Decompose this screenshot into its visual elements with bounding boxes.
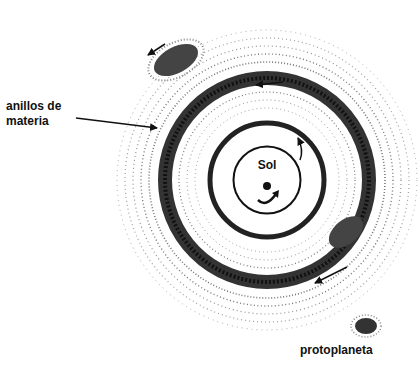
protoplanet-label: protoplaneta <box>300 343 400 358</box>
sun-outline <box>232 145 302 215</box>
sun-label: Sol <box>232 145 302 172</box>
rings-label: anillos de materia <box>6 99 78 129</box>
sun-circle: Sol <box>232 145 302 215</box>
